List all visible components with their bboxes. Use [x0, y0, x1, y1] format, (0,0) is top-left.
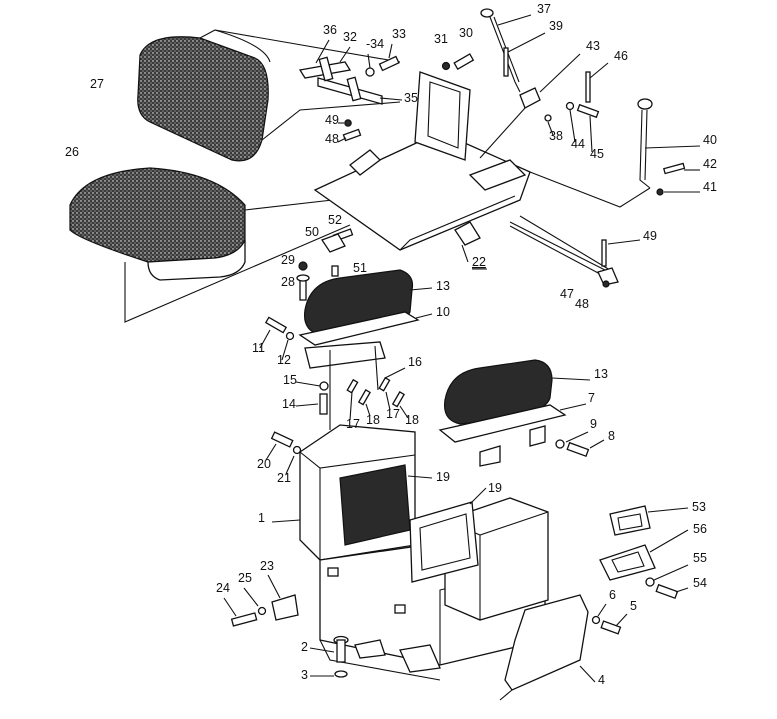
bolt-48-49-upper	[337, 119, 362, 143]
callout-label-c38: 38	[549, 129, 563, 143]
callout-label-c19a: 19	[436, 470, 450, 484]
callout-label-c5: 5	[630, 599, 637, 613]
callout-label-c15: 15	[283, 373, 297, 387]
callout-label-c44: 44	[571, 137, 585, 151]
callout-label-c42: 42	[703, 157, 717, 171]
armrest-upper-part	[298, 269, 433, 346]
callout-label-c26: 26	[65, 145, 79, 159]
callout-label-c35: 35	[404, 91, 418, 105]
callout-label-c1: 1	[258, 511, 265, 525]
callout-label-c14: 14	[282, 397, 296, 411]
callout-label-c24: 24	[216, 581, 230, 595]
bolt-11-12	[259, 316, 295, 361]
callout-label-c18a: 18	[366, 413, 380, 427]
callout-label-c32: 32	[343, 30, 357, 44]
bolt-20-21	[265, 431, 302, 475]
seat-back-part	[137, 29, 401, 162]
callout-label-c40: 40	[703, 133, 717, 147]
pins-17-18	[346, 376, 409, 421]
tray-53-56	[599, 505, 689, 581]
lever-37-part	[480, 8, 546, 93]
callout-label-c56: 56	[693, 522, 707, 536]
callout-label-c49b: 49	[643, 229, 657, 243]
rod-47-part	[509, 221, 641, 288]
callout-label-c51: 51	[353, 261, 367, 275]
callout-label-c25: 25	[238, 571, 252, 585]
callout-label-c10: 10	[436, 305, 450, 319]
hinge-bracket-part	[298, 39, 403, 105]
callout-label-c47: 47	[560, 287, 574, 301]
callout-label-c23: 23	[260, 559, 274, 573]
callout-label-c7: 7	[588, 391, 595, 405]
latch-43-46	[479, 53, 609, 159]
bolt-54-55	[645, 564, 689, 600]
callout-label-c19b: 19	[488, 481, 502, 495]
callout-label-c17a: 17	[346, 417, 360, 431]
callout-label-c8: 8	[608, 429, 615, 443]
callout-label-c52: 52	[328, 213, 342, 227]
plate-23-hardware	[223, 574, 299, 627]
callout-label-c31: 31	[434, 32, 448, 46]
callout-label-c34: -34	[366, 37, 384, 51]
callout-label-c4: 4	[598, 673, 605, 687]
armrest-right-part	[438, 359, 591, 467]
callout-label-c2: 2	[301, 640, 308, 654]
seat-frame-part	[313, 71, 611, 271]
callout-label-c45: 45	[590, 147, 604, 161]
callout-label-c39: 39	[549, 19, 563, 33]
callout-label-c43: 43	[586, 39, 600, 53]
callout-label-c36: 36	[323, 23, 337, 37]
callout-label-c33: 33	[392, 27, 406, 41]
bolt-2-3	[309, 635, 349, 678]
callout-label-c22: 22	[472, 255, 486, 269]
callout-label-c27: 27	[90, 77, 104, 91]
callout-label-c16: 16	[408, 355, 422, 369]
side-bracket-4	[499, 594, 628, 701]
callout-label-c11: 11	[252, 341, 265, 355]
callout-label-c37: 37	[537, 2, 551, 16]
small-hardware-cluster	[296, 228, 354, 301]
callout-label-c12: 12	[277, 353, 291, 367]
pad-19-right	[409, 487, 487, 583]
callout-label-c55: 55	[693, 551, 707, 565]
callout-label-c41: 41	[703, 180, 717, 194]
seat-box-part	[271, 424, 549, 681]
callout-label-c6: 6	[609, 588, 616, 602]
callout-label-c48a: 48	[325, 132, 339, 146]
bolt-8-9	[555, 431, 605, 458]
callout-label-c46: 46	[614, 49, 628, 63]
callout-label-c29: 29	[281, 253, 295, 267]
callout-label-c50: 50	[305, 225, 319, 239]
lever-40-part	[529, 98, 701, 208]
callout-label-c3: 3	[301, 668, 308, 682]
callout-label-c30: 30	[459, 26, 473, 40]
callout-label-c28: 28	[281, 275, 295, 289]
armrest-bracket-part	[295, 341, 406, 430]
callout-label-c9: 9	[590, 417, 597, 431]
callout-label-c53: 53	[692, 500, 706, 514]
callout-label-c13a: 13	[436, 279, 450, 293]
callout-label-c48b: 48	[575, 297, 589, 311]
callout-label-c20: 20	[257, 457, 271, 471]
callout-label-c21: 21	[277, 471, 291, 485]
callout-label-c54: 54	[693, 576, 707, 590]
bolt-30-31	[441, 53, 475, 71]
callout-label-c13b: 13	[594, 367, 608, 381]
callout-label-c18b: 18	[405, 413, 419, 427]
callout-label-c49a: 49	[325, 113, 339, 127]
callout-label-c17b: 17	[386, 407, 400, 421]
seat-cushion-part	[69, 167, 351, 323]
